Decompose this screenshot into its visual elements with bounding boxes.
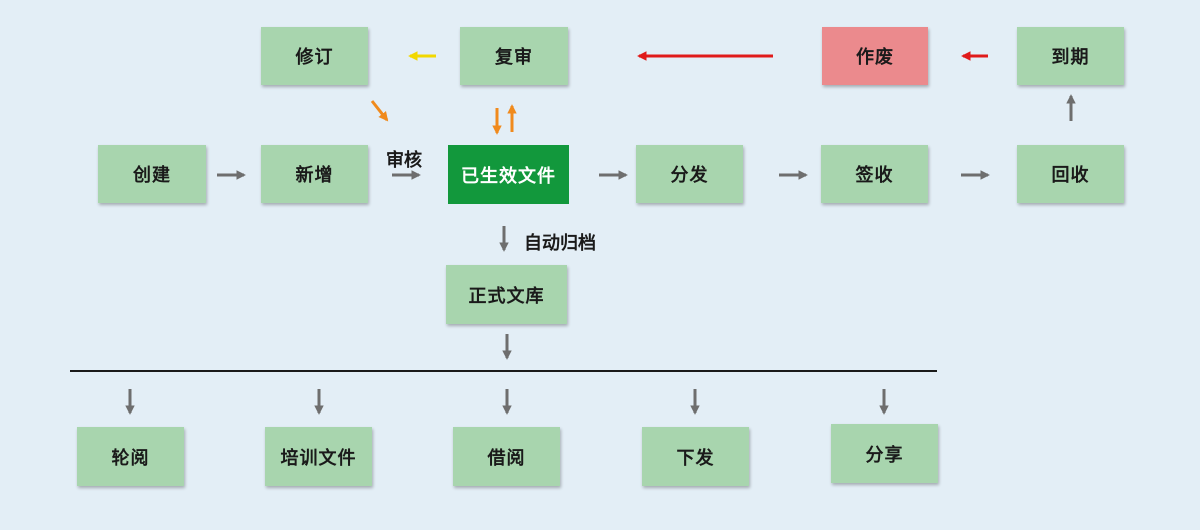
node-revise: 修订 — [261, 27, 368, 85]
node-sign: 签收 — [821, 145, 928, 203]
node-training-document: 培训文件 — [265, 427, 372, 486]
node-re-review: 复审 — [460, 27, 568, 85]
arrow-revise-to-add — [370, 100, 389, 122]
node-void: 作废 — [822, 27, 928, 85]
node-distribute: 分发 — [636, 145, 743, 203]
node-recall: 回收 — [1017, 145, 1124, 203]
node-official-library: 正式文库 — [446, 265, 567, 324]
node-effective-document: 已生效文件 — [448, 145, 569, 204]
node-add: 新增 — [261, 145, 368, 203]
label-review: 审核 — [386, 150, 422, 171]
node-create: 创建 — [98, 145, 206, 203]
label-auto-archive: 自动归档 — [524, 233, 596, 254]
node-circulate: 轮阅 — [77, 427, 184, 486]
node-issue: 下发 — [642, 427, 749, 486]
node-borrow: 借阅 — [453, 427, 560, 486]
node-expire: 到期 — [1017, 27, 1124, 85]
node-share: 分享 — [831, 424, 938, 483]
